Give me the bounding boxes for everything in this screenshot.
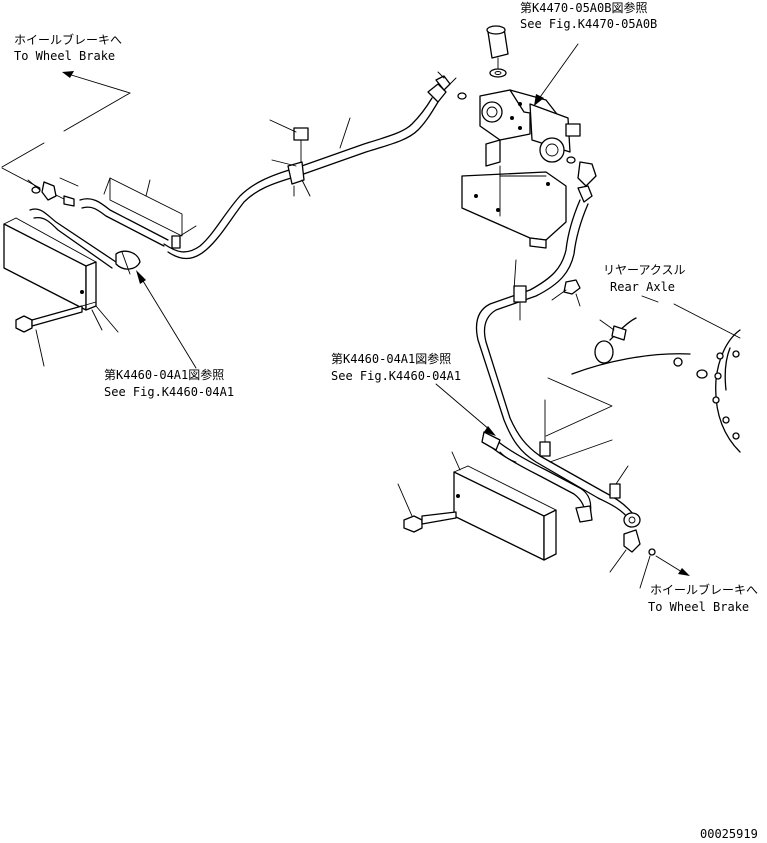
label-bottom-right-en: To Wheel Brake bbox=[648, 600, 749, 614]
drawing-number: 00025919 bbox=[700, 827, 758, 841]
left-ref-leader bbox=[136, 270, 197, 369]
right-pipe-route bbox=[435, 185, 690, 589]
left-guard-plate bbox=[3, 217, 119, 367]
left-pipe-assembly bbox=[29, 71, 467, 275]
label-top-left-jp: ホイールブレーキへ bbox=[14, 32, 122, 47]
left-fittings bbox=[27, 177, 79, 207]
label-mid-ref-en: See Fig.K4460-04A1 bbox=[331, 369, 461, 383]
brake-valve bbox=[479, 25, 597, 187]
top-left-arrow bbox=[1, 71, 131, 189]
label-valve-ref-jp: 第K4470-05A0B図参照 bbox=[520, 0, 647, 15]
label-axle-jp: リヤーアクスル bbox=[603, 263, 686, 277]
valve-mount-plate bbox=[461, 165, 567, 249]
label-top-left-en: To Wheel Brake bbox=[14, 49, 115, 63]
label-axle-en: Rear Axle bbox=[610, 280, 675, 294]
label-mid-ref-jp: 第K4460-04A1図参照 bbox=[331, 351, 451, 366]
label-left-ref-en: See Fig.K4460-04A1 bbox=[104, 385, 234, 399]
label-left-ref-jp: 第K4460-04A1図参照 bbox=[104, 367, 224, 382]
label-valve-ref-en: See Fig.K4470-05A0B bbox=[520, 17, 657, 31]
label-bottom-right-jp: ホイールブレーキへ bbox=[650, 582, 758, 597]
bottom-guard-plate bbox=[397, 451, 557, 561]
rear-axle bbox=[545, 295, 741, 453]
